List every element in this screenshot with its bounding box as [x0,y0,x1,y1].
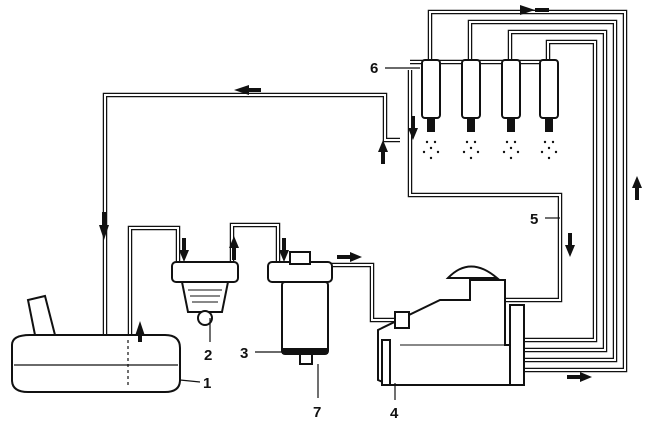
spray-pattern [422,140,558,160]
fuel-filter [267,251,333,365]
label-1: 1 [203,375,211,392]
injector [461,59,481,132]
leader-lines [179,67,560,400]
callout-labels: 1 2 3 4 5 6 7 [203,60,538,422]
flow-arrows [99,5,642,382]
injector [501,59,521,132]
injectors [421,59,559,160]
injector [539,59,559,132]
label-5: 5 [530,211,538,228]
fuel-tank [11,294,181,393]
injector [421,59,441,132]
label-3: 3 [240,345,248,362]
label-6: 6 [370,60,378,77]
label-7: 7 [313,404,321,421]
injection-pump [377,265,525,386]
label-4: 4 [390,405,399,422]
label-2: 2 [204,347,212,364]
lift-pump [171,261,239,326]
